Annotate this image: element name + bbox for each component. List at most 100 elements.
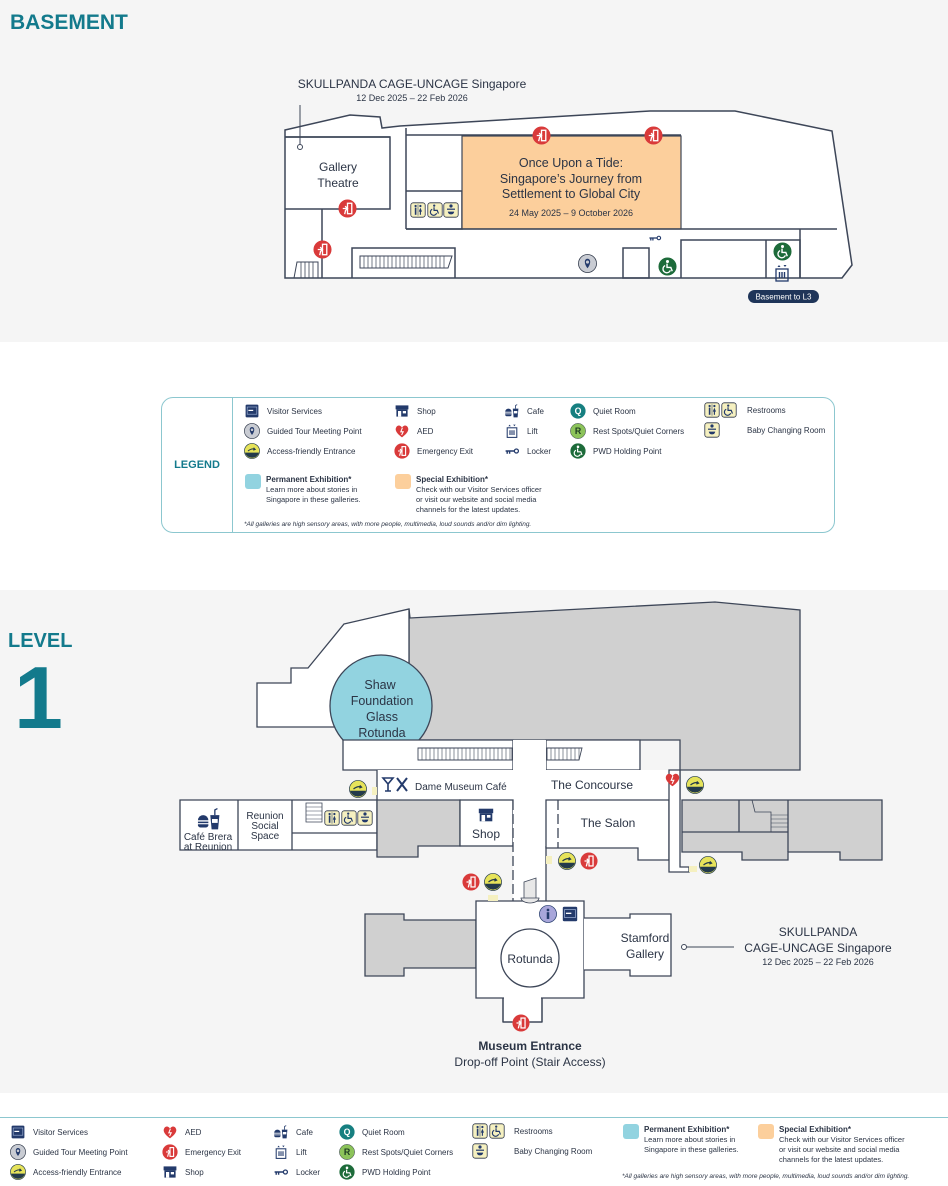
special-exhibition-title: Special Exhibition* (779, 1125, 852, 1134)
access-entrance-icon (686, 776, 704, 794)
legend-label: Quiet Room (362, 1127, 405, 1137)
wheelchair-restroom-icon (341, 810, 357, 826)
legend-label: Lift (527, 426, 538, 436)
rest-spot-glyph: R (344, 1147, 351, 1157)
concourse-label: The Concourse (551, 778, 633, 792)
museum-entrance-title: Museum Entrance (478, 1039, 582, 1053)
legend-label: Visitor Services (267, 406, 322, 416)
shop-icon (394, 403, 410, 419)
legend-item: Lift (504, 423, 538, 439)
permanent-line: Singapore in these galleries. (644, 1145, 739, 1154)
legend-item: Baby Changing Room (472, 1143, 592, 1159)
exhibition-title-2: Singapore’s Journey from (500, 172, 642, 186)
legend-item: AED (394, 423, 433, 439)
legend-item: PWD Holding Point (339, 1164, 430, 1180)
rest-spot-icon: R (339, 1144, 355, 1160)
emergency-exit-icon (162, 1144, 178, 1160)
legend-label: Shop (185, 1167, 204, 1177)
legend-label: Quiet Room (593, 406, 636, 416)
access-entrance-icon (10, 1164, 26, 1180)
legend-item: Cafe (504, 403, 544, 419)
emergency-exit-icon (512, 1014, 530, 1032)
legend-item: Visitor Services (244, 403, 322, 419)
visitor-services-icon (10, 1124, 26, 1140)
quiet-room-glyph: Q (575, 406, 582, 416)
legend-label: Baby Changing Room (514, 1146, 593, 1156)
basement-callout-dates: 12 Dec 2025 – 22 Feb 2026 (356, 93, 468, 103)
locker-icon (273, 1164, 289, 1180)
access-entrance-icon (699, 856, 717, 874)
legend-item: PWD Holding Point (570, 443, 661, 459)
glass-rotunda-label: Glass (366, 710, 398, 724)
emergency-exit-icon (338, 199, 357, 218)
level1-floor-plan: Shaw Foundation Glass Rotunda Dame Museu… (179, 601, 892, 1069)
restrooms-icon (324, 810, 340, 826)
escalator (359, 255, 453, 269)
stamford-gallery-room (584, 913, 672, 977)
special-exhibition-description: Special Exhibition* Check with our Visit… (779, 1125, 905, 1165)
legend-item: Q Quiet Room (570, 403, 636, 419)
aed-icon (162, 1124, 178, 1140)
emergency-exit-icon (580, 852, 598, 870)
legend-item: Locker (504, 443, 551, 459)
shop-icon (478, 808, 494, 822)
legend-item: AED (162, 1124, 201, 1140)
exhibition-dates: 24 May 2025 – 9 October 2026 (509, 208, 633, 218)
inactive-block-southwest (364, 913, 477, 977)
level1-section: LEVEL 1 (0, 590, 948, 1093)
glass-rotunda-label: Foundation (351, 694, 414, 708)
level1-title-word: LEVEL (8, 630, 73, 652)
pwd-holding-icon (570, 443, 586, 459)
restrooms-icon (410, 202, 426, 218)
guided-tour-icon (578, 254, 597, 273)
shop-room (459, 799, 514, 847)
legend-item: Shop (162, 1164, 204, 1180)
legend-label: Guided Tour Meeting Point (33, 1147, 128, 1157)
locker-room (622, 247, 650, 279)
special-exhibition-swatch (395, 474, 411, 489)
wheelchair-restroom-icon (427, 202, 443, 218)
permanent-line: Learn more about stories in (266, 485, 358, 494)
emergency-exit-icon (394, 443, 410, 459)
level1-callout-line1: SKULLPANDA (779, 925, 857, 939)
salon-label: The Salon (581, 816, 636, 830)
cafe-brera-label: Café Brera (184, 832, 233, 843)
legend-label: Locker (527, 446, 552, 456)
permanent-exhibition-swatch (245, 474, 261, 489)
cafe-brera-label: at Reunion (184, 842, 232, 853)
emergency-exit-icon (644, 126, 663, 145)
locker-icon (504, 443, 520, 459)
basement-section: BASEMENT SKULLPANDA CAGE-UNCAGE Singapor… (0, 0, 948, 342)
inactive-block-west (376, 799, 461, 858)
access-entrance-icon (244, 443, 260, 459)
rest-spot-glyph: R (575, 426, 582, 436)
rest-spot-icon: R (570, 423, 586, 439)
shop-icon (162, 1164, 178, 1180)
gallery-theatre-room (285, 136, 391, 210)
info-icon (539, 905, 557, 923)
basement-floor-plan: SKULLPANDA CAGE-UNCAGE Singapore 12 Dec … (284, 77, 853, 303)
special-line: Check with our Visitor Services officer (779, 1135, 905, 1144)
permanent-exhibition-description: Permanent Exhibition* Learn more about s… (644, 1125, 739, 1155)
pwd-holding-icon (339, 1164, 355, 1180)
visitor-services-icon (244, 403, 260, 419)
special-line: or visit our website and social media (779, 1145, 900, 1154)
cocktail-icon (381, 777, 395, 792)
escalator (417, 747, 513, 761)
aed-icon (394, 423, 410, 439)
guided-tour-icon (10, 1144, 26, 1160)
legend-item: Cafe (273, 1124, 313, 1140)
special-exhibition-description: Special Exhibition* Check with our Visit… (416, 475, 542, 515)
legend-label: Emergency Exit (185, 1147, 242, 1157)
emergency-exit-icon (313, 240, 332, 259)
stairs (751, 799, 788, 833)
gallery-theatre-label-2: Theatre (317, 176, 359, 190)
level1-callout-dates: 12 Dec 2025 – 22 Feb 2026 (762, 957, 874, 967)
legend-label: Access-friendly Entrance (267, 446, 356, 456)
access-entrance-icon (349, 780, 367, 798)
reunion-label: Space (251, 831, 280, 842)
baby-changing-icon (472, 1143, 506, 1159)
lift-icon (273, 1144, 289, 1160)
lift-icon (504, 423, 520, 439)
